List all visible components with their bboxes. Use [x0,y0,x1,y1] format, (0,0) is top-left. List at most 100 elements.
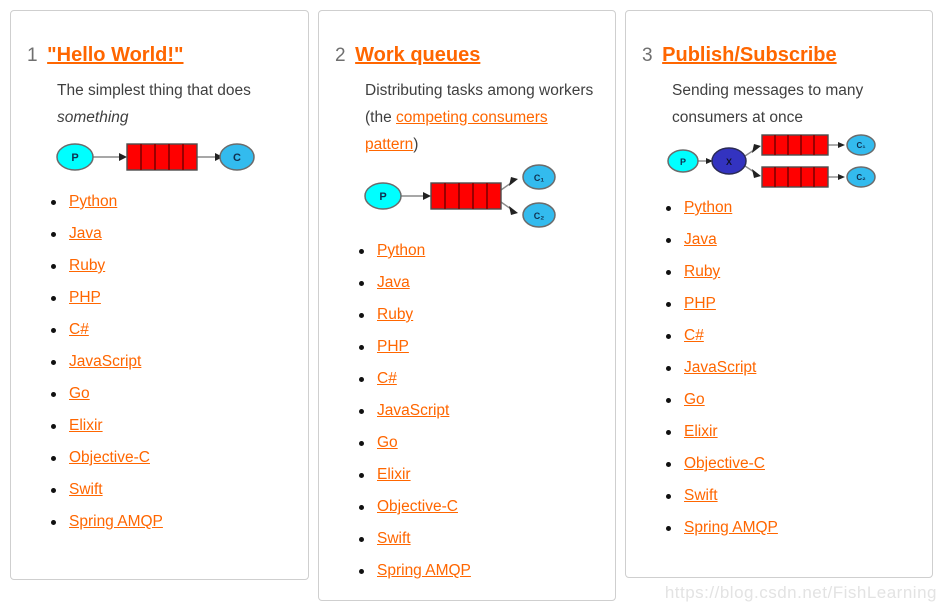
language-link[interactable]: Ruby [377,306,414,323]
arrowhead-icon [752,169,761,178]
language-list-item: Python [664,199,916,217]
language-list-item: Go [664,391,916,409]
producer-queue-consumer-diagram: P C [56,143,255,171]
exchange-label: X [726,157,732,167]
language-link[interactable]: Java [69,225,102,242]
tutorial-description: Sending messages to many consumers at on… [672,77,916,131]
consumer-label: C₂ [856,173,866,182]
consumer-node [846,134,876,156]
tutorial-number: 1 [27,45,38,66]
consumer-node [522,164,556,190]
language-link[interactable]: PHP [377,338,409,355]
description-text: Sending messages to many consumers at on… [672,82,864,126]
tutorial-card-hello-world: 1 "Hello World!" The simplest thing that… [10,10,309,580]
exchange-node [711,147,747,175]
language-list-item: Swift [664,487,916,505]
queue-box [761,166,829,188]
tutorial-title-link[interactable]: "Hello World!" [47,44,184,66]
language-link[interactable]: Objective-C [684,455,765,472]
language-link[interactable]: Python [377,242,426,259]
producer-label: P [379,191,386,203]
language-list-item: C# [664,327,916,345]
language-list-item: Java [357,274,599,292]
arrow-line [500,201,512,210]
queue-box [430,182,502,210]
language-link[interactable]: C# [69,321,89,338]
language-link[interactable]: Swift [684,487,718,504]
tutorial-heading: 3 Publish/Subscribe [642,44,916,67]
language-link[interactable]: JavaScript [69,353,142,370]
language-link[interactable]: JavaScript [684,359,757,376]
language-link[interactable]: Go [69,385,90,402]
language-link[interactable]: Elixir [377,466,411,483]
queue-box [126,143,198,171]
language-list-item: Go [49,385,292,403]
arrow-line [500,182,512,191]
language-list-item: Elixir [357,466,599,484]
consumer-node [846,166,876,188]
watermark: https://blog.csdn.net/FishLearning [664,583,937,602]
language-list-item: Objective-C [664,455,916,473]
arrowhead-icon [119,153,127,161]
language-list-item: Java [49,225,292,243]
tutorial-card-work-queues: 2 Work queues Distributing tasks among w… [318,10,616,601]
arrowhead-icon [423,192,431,200]
language-link[interactable]: Python [684,199,733,216]
tutorial-description: Distributing tasks among workers (the co… [365,77,599,158]
competing-consumers-link[interactable]: competing consumers pattern [365,109,548,153]
language-list-item: Spring AMQP [49,513,292,531]
producer-node [364,182,402,210]
language-link[interactable]: Go [377,434,398,451]
tutorial-number: 3 [642,45,653,66]
tutorial-heading: 1 "Hello World!" [27,44,292,67]
language-list-item: Spring AMQP [664,519,916,537]
language-link[interactable]: Elixir [684,423,718,440]
language-link[interactable]: Python [69,193,118,210]
language-list-item: PHP [664,295,916,313]
consumer-label: C₁ [856,141,866,150]
publish-subscribe-diagram: P X C₁ C₂ [666,133,916,189]
tutorial-title-link[interactable]: Work queues [355,44,481,66]
arrowhead-icon [752,144,761,153]
consumer-label: C₁ [534,173,544,183]
language-list-item: JavaScript [357,402,599,420]
tutorials-page: 1 "Hello World!" The simplest thing that… [10,10,933,601]
language-link[interactable]: Spring AMQP [69,513,163,530]
producer-node [56,143,94,171]
language-link[interactable]: Swift [69,481,103,498]
language-link[interactable]: Spring AMQP [377,562,471,579]
language-list-item: Spring AMQP [357,562,599,580]
language-link[interactable]: Java [377,274,410,291]
language-list-item: Ruby [49,257,292,275]
language-link[interactable]: Elixir [69,417,103,434]
language-link[interactable]: Java [684,231,717,248]
arrowhead-icon [838,174,845,180]
consumer-node [522,202,556,228]
language-link[interactable]: Swift [377,530,411,547]
tutorial-description: The simplest thing that does something [57,77,292,131]
language-list-item: C# [357,370,599,388]
arrowhead-icon [838,142,845,148]
language-list-item: Python [49,193,292,211]
tutorial-card-publish-subscribe: 3 Publish/Subscribe Sending messages to … [625,10,933,578]
language-link[interactable]: PHP [684,295,716,312]
language-link[interactable]: PHP [69,289,101,306]
language-link[interactable]: Go [684,391,705,408]
language-link[interactable]: C# [377,370,397,387]
arrowhead-icon [215,153,223,161]
language-link[interactable]: Ruby [69,257,106,274]
language-link[interactable]: C# [684,327,704,344]
language-list-item: PHP [49,289,292,307]
language-link[interactable]: Ruby [684,263,721,280]
description-text: Distributing tasks among workers (the [365,82,594,126]
tutorial-title-link[interactable]: Publish/Subscribe [662,44,837,66]
language-list-item: Elixir [664,423,916,441]
language-link[interactable]: Spring AMQP [684,519,778,536]
language-list-item: JavaScript [664,359,916,377]
language-link[interactable]: Objective-C [69,449,150,466]
language-link[interactable]: Objective-C [377,498,458,515]
language-link[interactable]: JavaScript [377,402,450,419]
queue-dividers [140,144,184,170]
